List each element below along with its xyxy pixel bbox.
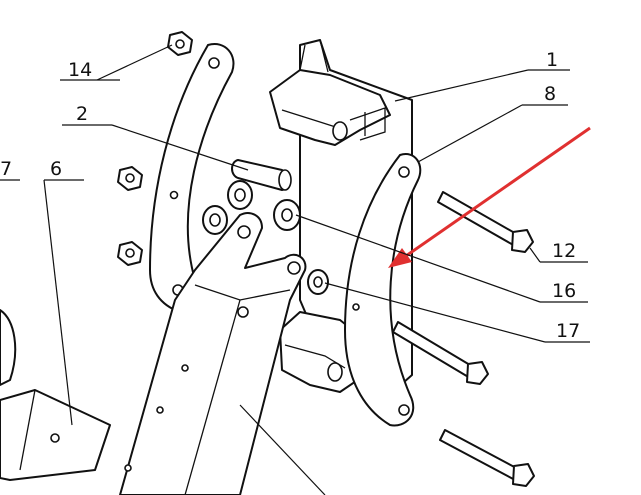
right-curved-plate-part-8 bbox=[344, 153, 422, 427]
block-part-6 bbox=[0, 309, 111, 481]
callout-labels: 14 2 1 8 12 16 17 6 7 bbox=[0, 49, 580, 342]
swing-arm bbox=[119, 212, 307, 495]
callout-6: 6 bbox=[50, 158, 62, 180]
nuts-part-14 bbox=[117, 31, 193, 266]
red-arrow bbox=[388, 126, 591, 268]
callout-8: 8 bbox=[544, 83, 556, 105]
callout-7: 7 bbox=[0, 158, 12, 180]
callout-1: 1 bbox=[546, 49, 558, 71]
bolts-part-12 bbox=[392, 191, 535, 487]
callout-2: 2 bbox=[76, 103, 88, 125]
callout-14: 14 bbox=[68, 59, 92, 81]
callout-12: 12 bbox=[552, 240, 576, 262]
callout-17: 17 bbox=[556, 320, 580, 342]
callout-16: 16 bbox=[552, 280, 576, 302]
washers bbox=[202, 180, 329, 295]
mounting-bracket bbox=[269, 39, 413, 393]
leader-lines bbox=[0, 44, 590, 495]
